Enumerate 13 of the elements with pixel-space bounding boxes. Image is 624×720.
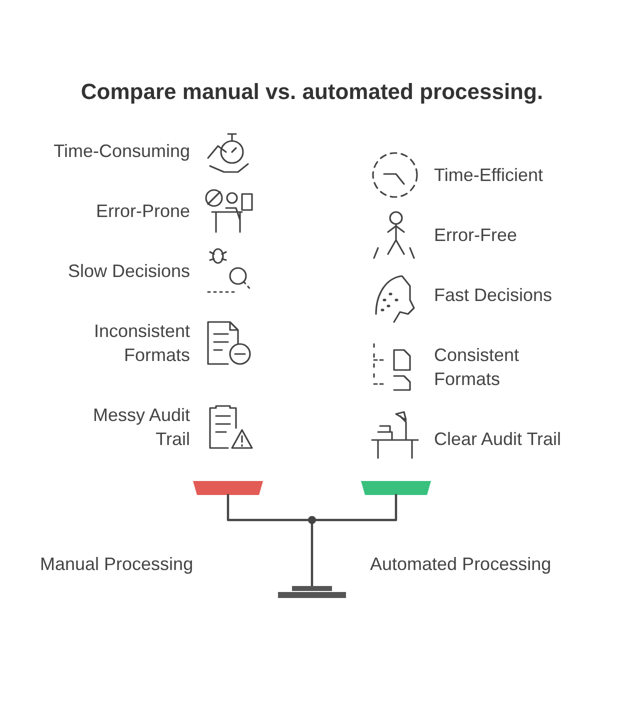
item-label: Slow Decisions <box>66 260 190 283</box>
item-label: Messy Audit Trail <box>92 404 190 451</box>
side-label: Automated Processing <box>370 553 552 576</box>
item-label: Time-Efficient <box>434 164 544 187</box>
item-label: Inconsistent Formats <box>92 320 190 367</box>
item-label: Time-Consuming <box>52 140 190 163</box>
side-label: Manual Processing <box>40 553 194 576</box>
item-label: Fast Decisions <box>434 284 554 307</box>
item-label: Consistent Formats <box>434 344 520 391</box>
item-label: Error-Prone <box>94 200 190 223</box>
item-label: Clear Audit Trail <box>434 428 562 451</box>
diagram-title: Compare manual vs. automated processing. <box>80 78 544 106</box>
item-label: Error-Free <box>434 224 518 247</box>
